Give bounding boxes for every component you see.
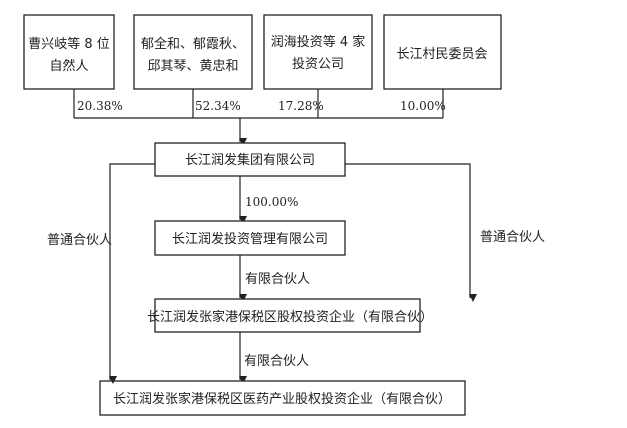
general-partner-right-line	[345, 163, 477, 302]
shareholder-box-1: 曹兴岐等 8 位 自然人	[23, 14, 115, 90]
limited-partner-label: 有限合伙人	[244, 354, 309, 369]
shareholder-name-line: 邱其琴、黄忠和	[147, 59, 238, 74]
share-label: 17.28%	[278, 99, 324, 113]
shareholder-connectors	[73, 89, 444, 119]
share-label: 10.00%	[400, 99, 446, 113]
manager-share-label: 100.00%	[245, 195, 298, 209]
group-company-box: 长江润发集团有限公司	[154, 142, 346, 177]
group-company-name: 长江润发集团有限公司	[185, 152, 315, 168]
share-label: 52.34%	[195, 99, 241, 113]
limited-partner-label: 有限合伙人	[245, 272, 310, 287]
shareholder-box-4: 长江村民委员会	[383, 14, 502, 90]
manager-company-name: 长江润发投资管理有限公司	[172, 231, 328, 247]
shareholder-name-line: 郁全和、郁霞秋、	[141, 36, 245, 52]
shareholder-name-line: 润海投资等 4 家	[271, 34, 366, 50]
share-label: 20.38%	[77, 99, 123, 113]
shareholder-name-line: 曹兴岐等 8 位	[28, 36, 110, 52]
manager-company-box: 长江润发投资管理有限公司	[154, 220, 346, 256]
general-partner-left-line	[109, 163, 155, 384]
general-partner-label: 普通合伙人	[480, 230, 545, 245]
shareholder-box-3: 润海投资等 4 家 投资公司	[263, 14, 373, 90]
shareholder-box-2: 郁全和、郁霞秋、 邱其琴、黄忠和	[133, 14, 253, 90]
shareholder-name-line: 自然人	[49, 58, 88, 74]
target-fund-box: 长江润发张家港保税区医药产业股权投资企业（有限合伙）	[99, 380, 466, 416]
fund-name: 长江润发张家港保税区股权投资企业（有限合伙）	[147, 309, 433, 325]
target-fund-name: 长江润发张家港保税区医药产业股权投资企业（有限合伙）	[113, 391, 451, 407]
general-partner-label: 普通合伙人	[47, 233, 112, 248]
shareholder-name-line: 长江村民委员会	[396, 47, 487, 62]
fund-box: 长江润发张家港保税区股权投资企业（有限合伙）	[147, 298, 433, 333]
shareholder-name-line: 投资公司	[292, 56, 344, 72]
